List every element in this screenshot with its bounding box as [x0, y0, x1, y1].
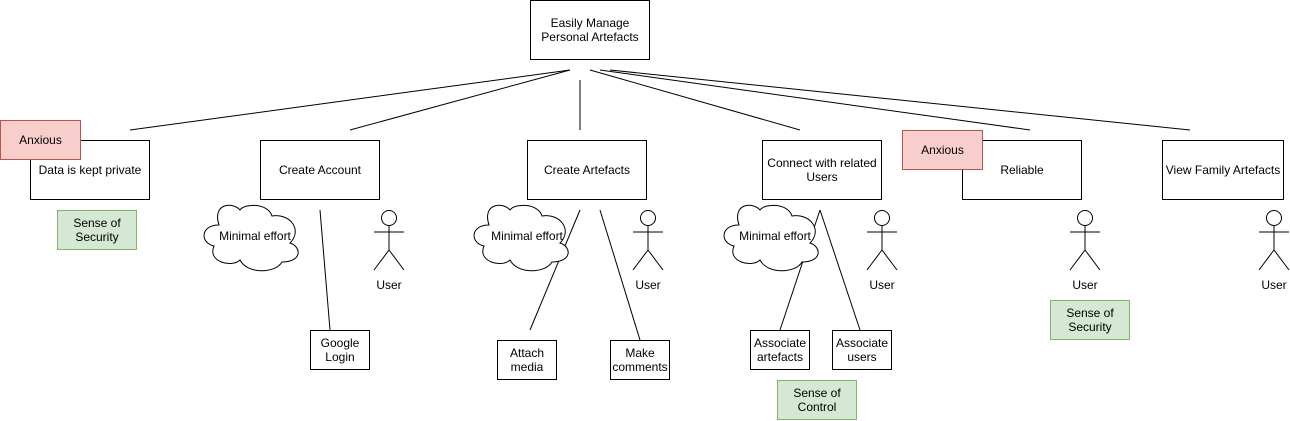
subgoal-associate-artefacts[interactable]: Associate artefacts — [750, 330, 810, 370]
subgoal-label: Associate artefacts — [753, 336, 807, 364]
user-actor-icon — [1069, 210, 1101, 271]
goal-label: Connect with related Users — [767, 156, 877, 184]
root-goal[interactable]: Easily Manage Personal Artefacts — [530, 0, 650, 60]
goal-view[interactable]: View Family Artefacts — [1162, 140, 1284, 200]
edge-connect-assoc-users — [819, 209, 861, 331]
edge-root-reliable — [599, 69, 1031, 131]
goal-label: Data is kept private — [38, 163, 142, 177]
cloud-shape-3 — [723, 204, 819, 272]
emotion-sense-of-security[interactable]: Sense of Security — [1050, 300, 1130, 340]
emotion-sense-of-control[interactable]: Sense of Control — [777, 380, 857, 420]
actor-label: User — [376, 278, 402, 292]
emotion-sense-of-security[interactable]: Sense of Security — [57, 210, 137, 250]
emotion-anxious[interactable]: Anxious — [0, 120, 81, 160]
user-actor-icon — [1258, 210, 1290, 271]
subgoal-label: Make comments — [612, 346, 668, 374]
user-actor-icon — [373, 210, 405, 271]
emotion-label: Anxious — [19, 133, 62, 147]
goal-label: Create Account — [278, 163, 362, 177]
goal-artefacts[interactable]: Create Artefacts — [527, 140, 647, 200]
emotion-label: Sense of Security — [1066, 306, 1114, 334]
goal-label: Reliable — [1000, 163, 1044, 177]
edge-root-private — [129, 69, 571, 131]
subgoal-label: Attach media — [509, 346, 545, 374]
subgoal-associate-users[interactable]: Associate users — [832, 330, 892, 370]
subgoal-google-login[interactable]: Google Login — [310, 330, 370, 370]
emotion-label: Sense of Control — [793, 386, 841, 414]
subgoal-label: Associate users — [835, 336, 889, 364]
cloud-shape-1 — [203, 204, 299, 272]
goal-label: Create Artefacts — [543, 163, 631, 177]
subgoal-label: Google Login — [320, 336, 360, 364]
emotion-label: Anxious — [921, 143, 964, 157]
cloud-label: Minimal effort — [219, 229, 291, 243]
edge-root-connect — [589, 69, 801, 131]
goal-account[interactable]: Create Account — [260, 140, 380, 200]
actor-label: User — [1072, 278, 1098, 292]
goal-connect[interactable]: Connect with related Users — [762, 140, 882, 200]
actor-label: User — [635, 278, 661, 292]
cloud-shape-2 — [473, 204, 569, 272]
root-goal-label: Easily Manage Personal Artefacts — [541, 16, 639, 44]
goal-label: View Family Artefacts — [1165, 163, 1281, 177]
actor-label: User — [869, 278, 895, 292]
subgoal-attach-media[interactable]: Attach media — [497, 340, 557, 380]
edge-root-account — [349, 69, 571, 131]
user-actor-icon — [632, 210, 664, 271]
emotion-label: Sense of Security — [73, 216, 121, 244]
user-actor-icon — [866, 210, 898, 271]
actor-label: User — [1261, 278, 1287, 292]
emotion-anxious[interactable]: Anxious — [902, 130, 983, 170]
edge-account-google — [319, 209, 331, 331]
cloud-label: Minimal effort — [491, 229, 563, 243]
subgoal-make-comments[interactable]: Make comments — [610, 340, 670, 380]
cloud-label: Minimal effort — [739, 229, 811, 243]
edge-artefacts-comments — [599, 209, 641, 341]
edge-root-view — [609, 69, 1191, 131]
edge-artefacts-attach — [529, 209, 581, 331]
